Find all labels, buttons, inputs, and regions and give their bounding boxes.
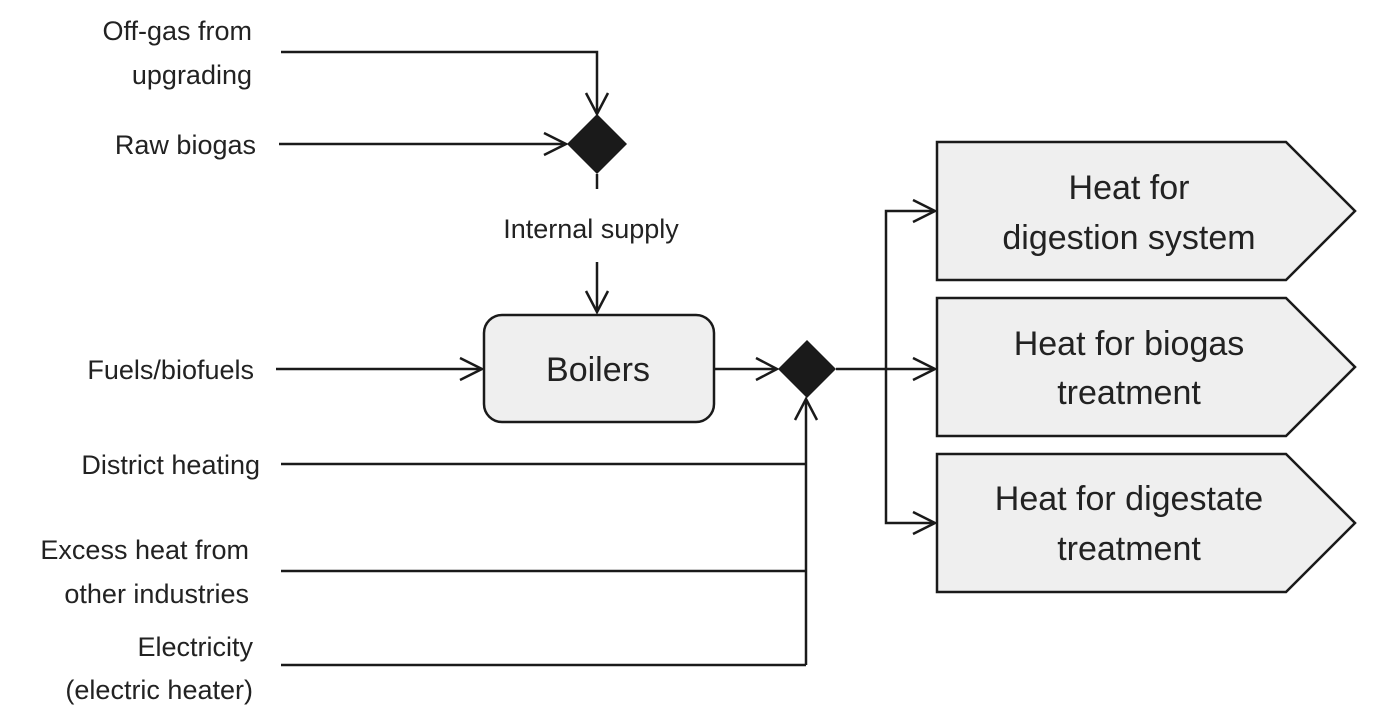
distribution-main-arrowhead [912,356,938,382]
merge-diamond-bottom [778,340,836,398]
output-biogas-line2: treatment [1057,374,1201,412]
distribution-branch-line [884,209,935,525]
label-offgas-line2: upgrading [132,60,252,90]
label-electricity-line1: Electricity [137,632,253,662]
output-box-digestate-treatment [935,452,1357,594]
label-electricity-line2: (electric heater) [65,675,253,705]
label-raw-biogas: Raw biogas [115,130,256,160]
distribution-bottom-arrowhead [912,510,938,536]
distribution-top-arrowhead [912,198,938,224]
output-box-biogas-treatment [935,296,1357,438]
merge-diamond-top [567,114,627,174]
bottom-collector-arrowhead [793,396,819,421]
output-digestate-line1: Heat for digestate [995,480,1263,518]
output-digestion-line1: Heat for [1069,169,1190,207]
fuels-arrowhead [459,356,485,382]
label-fuels-biofuels: Fuels/biofuels [87,355,254,385]
offgas-flow-line [281,50,599,114]
label-excess-heat-line1: Excess heat from [40,535,249,565]
output-biogas-line1: Heat for biogas [1014,325,1245,363]
output-digestate-line2: treatment [1057,530,1201,568]
boilers-label: Boilers [546,351,650,389]
internal-supply-arrowhead [584,290,610,315]
label-offgas-line1: Off-gas from [102,16,252,46]
output-box-digestion [935,140,1357,282]
label-internal-supply: Internal supply [503,214,679,244]
boilers-output-arrowhead [755,356,780,382]
label-excess-heat-line2: other industries [64,579,249,609]
raw-biogas-arrowhead [543,131,569,157]
output-digestion-line2: digestion system [1002,219,1255,257]
label-district-heating: District heating [81,450,260,480]
